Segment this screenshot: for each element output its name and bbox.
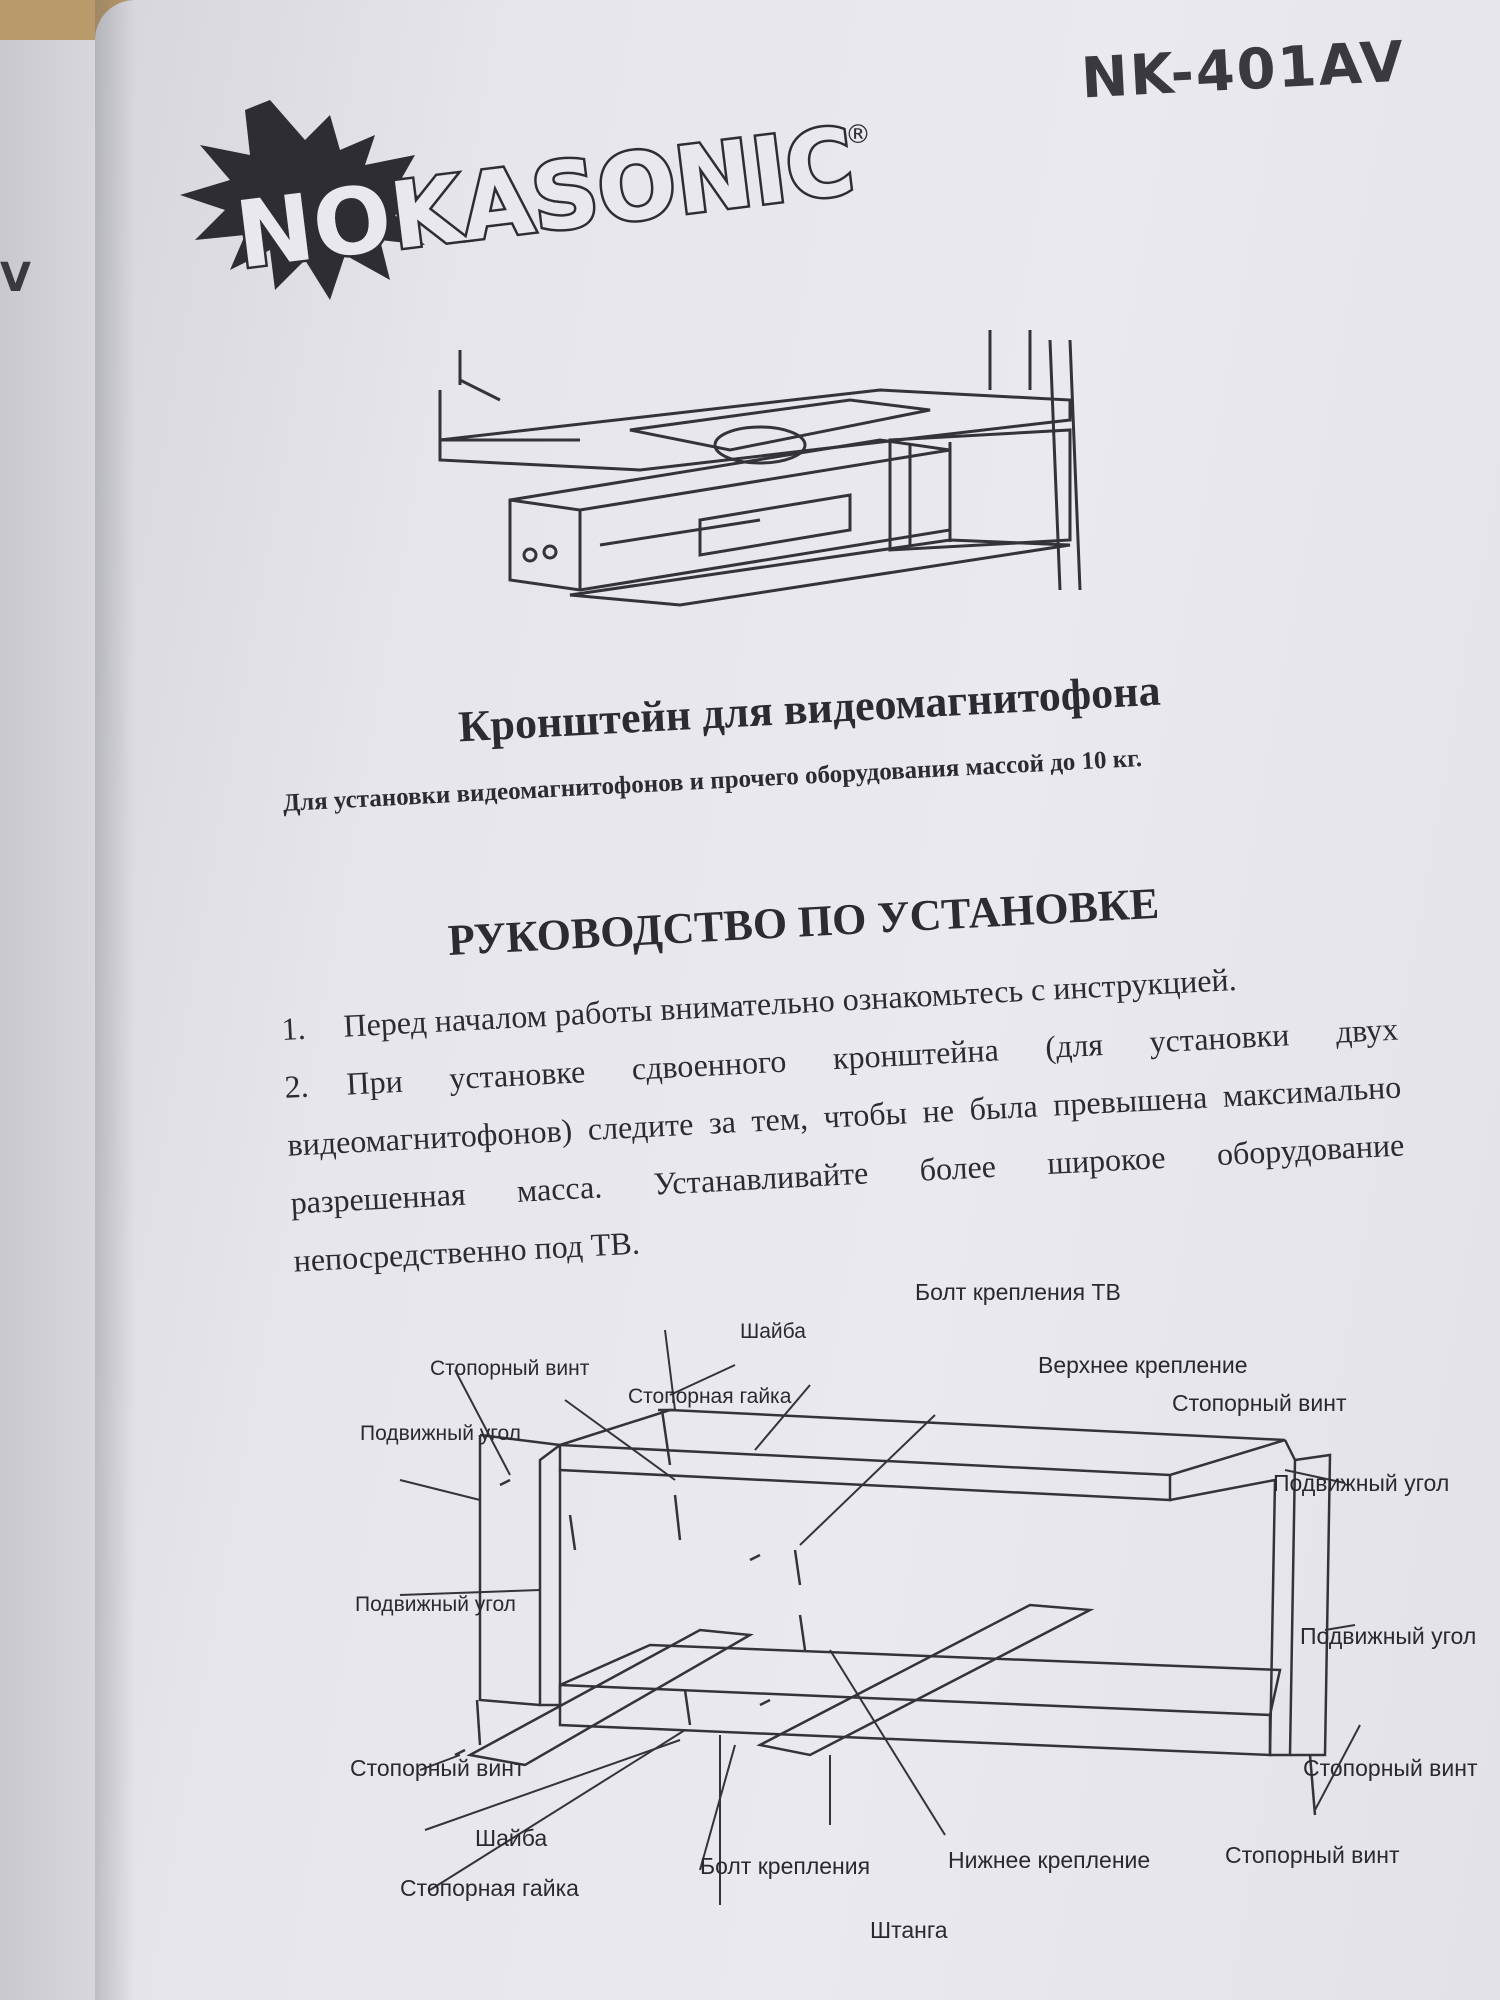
instruction-number: 2.	[283, 1067, 310, 1105]
leader-mount-bolt	[699, 1744, 736, 1871]
right-leg-bolt	[1308, 1754, 1317, 1816]
left-angle-side	[478, 1433, 561, 1707]
label-rod: Штанга	[870, 1917, 948, 1943]
left-leg-bolt	[475, 1699, 482, 1746]
tv-base-plate	[438, 388, 1072, 472]
right-angle-side	[1290, 1453, 1332, 1757]
vcr-knob-1	[522, 547, 538, 563]
label-washer-top: Шайба	[740, 1320, 806, 1343]
label-set-screw-left-bottom: Стопорный винт	[350, 1755, 525, 1781]
lower-mount-bar	[558, 1683, 1272, 1757]
lower-mount-top	[559, 1643, 1282, 1716]
left-plate	[466, 1628, 754, 1767]
vcr-display	[698, 493, 852, 557]
leader-lock-nut-bottom	[429, 1729, 686, 1891]
vcr-knob-2	[542, 544, 558, 560]
leader-washer-bottom	[424, 1739, 681, 1831]
leader-set-screw-tl	[454, 1369, 511, 1476]
vcr-front-panel	[509, 448, 951, 590]
instruction-text: При установке сдвоенного кронштейна (для…	[286, 1010, 1406, 1279]
upper-mount-bar	[559, 1408, 1286, 1477]
label-lock-nut-top: Стопорная гайка	[628, 1385, 792, 1408]
bottom-bolt	[683, 1689, 692, 1726]
label-lower-mount: Нижнее крепление	[948, 1847, 1151, 1873]
sheet-fold-shadow	[95, 0, 135, 2000]
assembly-diagram: Болт крепления ТВ Шайба Стопорный винт С…	[330, 1279, 1478, 1943]
upper-mount-front	[558, 1445, 1172, 1502]
label-set-screw-top-right: Стопорный винт	[1172, 1390, 1347, 1416]
swivel-joint	[713, 425, 807, 465]
label-tv-bolt: Болт крепления ТВ	[915, 1279, 1121, 1305]
label-lock-nut-bottom: Стопорная гайка	[400, 1875, 579, 1901]
leader-set-screw-rm	[1314, 1724, 1361, 1811]
leader-set-screw-tr	[799, 1414, 936, 1546]
instruction-number: 1.	[280, 1009, 307, 1047]
leader-set-screw-lb	[419, 1754, 461, 1771]
upper-mount-plate	[629, 398, 931, 452]
leader-angle-lm	[399, 1589, 541, 1596]
product-illustration	[438, 330, 1082, 607]
leader-washer-top	[664, 1329, 676, 1411]
vcr-tape-slot	[599, 518, 761, 547]
leader-angle-tl	[399, 1479, 481, 1501]
wall-frame	[988, 330, 1082, 591]
manual-sheet	[95, 0, 1500, 2000]
left-angle	[538, 1444, 562, 1707]
label-movable-angle-top-left: Подвижный угол	[360, 1422, 521, 1445]
label-mount-bolt: Болт крепления	[700, 1853, 871, 1879]
label-movable-angle-left-mid: Подвижный угол	[355, 1593, 516, 1616]
logo-starburst	[180, 100, 435, 300]
bracket-bottom-bar	[569, 538, 1071, 607]
leader-angle-rm	[1324, 1624, 1356, 1631]
label-upper-mount: Верхнее крепление	[1038, 1352, 1248, 1378]
previous-page-edge-text: V	[0, 255, 33, 301]
brand-logo: NOKASONIC ®	[175, 95, 875, 305]
label-washer-bottom: Шайба	[475, 1825, 548, 1851]
screw-6	[759, 1698, 771, 1707]
assembly-diagram-svg	[399, 1329, 1361, 1905]
label-set-screw-right-bottom: Стопорный винт	[1225, 1842, 1400, 1868]
leader-set-screw-rb	[829, 1649, 946, 1836]
leader-upper-mount	[754, 1384, 811, 1451]
screw-5	[798, 1614, 807, 1651]
center-bolt	[673, 1494, 682, 1541]
label-set-screw-top-left: Стопорный винт	[430, 1357, 590, 1380]
leader-tv-bolt	[669, 1364, 736, 1396]
logo-registered-mark: ®	[845, 120, 871, 150]
screw-4	[793, 1549, 802, 1586]
screw-3	[749, 1553, 761, 1562]
screw-1	[499, 1478, 511, 1487]
right-plate	[756, 1603, 1095, 1757]
label-set-screw-right-mid: Стопорный винт	[1303, 1755, 1478, 1781]
label-movable-angle-right-mid: Подвижный угол	[1300, 1623, 1477, 1649]
leader-angle-tr	[1284, 1469, 1346, 1484]
screw-7	[454, 1748, 466, 1757]
bracket-arm	[888, 428, 1072, 552]
right-angle	[1169, 1439, 1297, 1757]
instruction-list: 1.Перед началом работы внимательно ознак…	[280, 942, 1409, 1290]
tv-bolt-shape	[658, 1408, 676, 1466]
brand-logo-svg: NOKASONIC ®	[180, 100, 871, 300]
label-movable-angle-right-top: Подвижный угол	[1273, 1470, 1450, 1496]
leader-lock-nut-top	[564, 1399, 676, 1481]
screw-2	[568, 1514, 577, 1551]
